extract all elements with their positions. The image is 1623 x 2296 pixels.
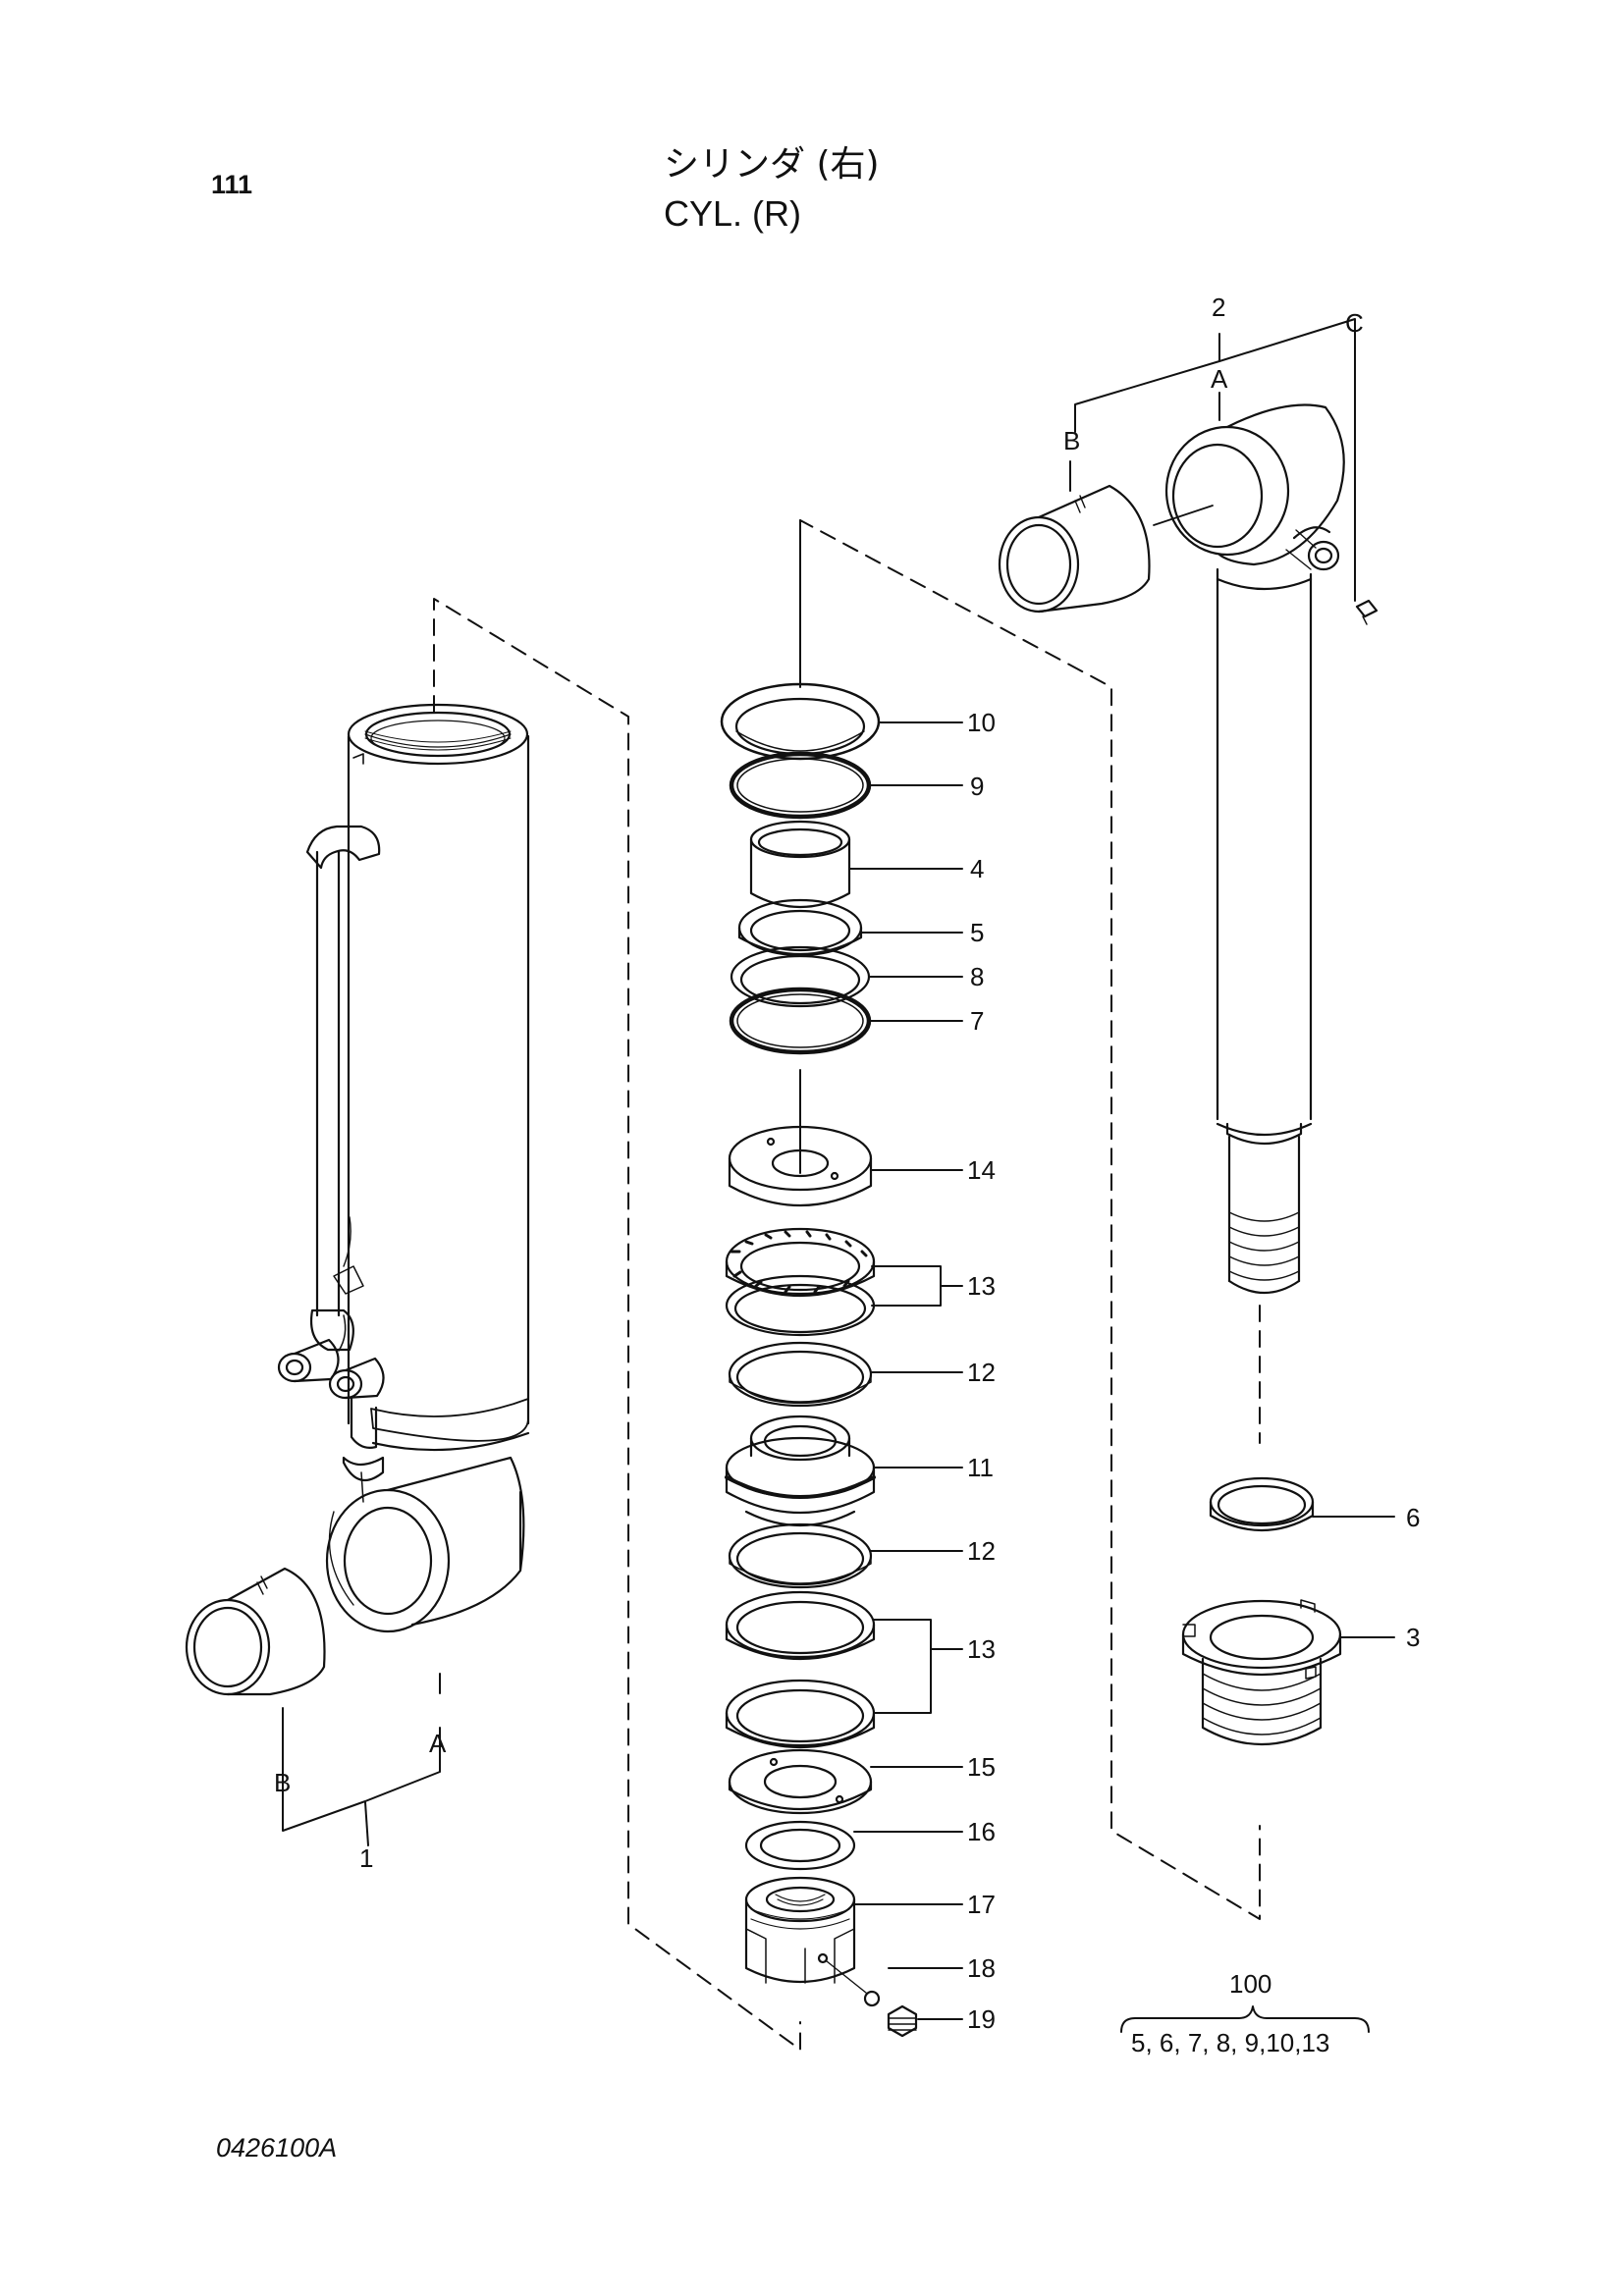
label-part-11: 11 bbox=[967, 1453, 994, 1482]
part-12-ring-lower bbox=[728, 1522, 873, 1589]
part-16-ring bbox=[744, 1820, 856, 1871]
part-9-o-ring bbox=[729, 751, 872, 820]
label-part-13-lower: 13 bbox=[967, 1634, 996, 1664]
part-13-wear-ring-lower bbox=[725, 1590, 876, 1748]
label-part-2: 2 bbox=[1212, 293, 1225, 322]
callout-leader-lines bbox=[848, 721, 1395, 2020]
label-b-right: B bbox=[1063, 426, 1080, 455]
part-19-set-screw bbox=[887, 2004, 918, 2038]
label-part-12-lower: 12 bbox=[967, 1536, 996, 1566]
reference-letter-labels: A B A B C bbox=[274, 308, 1364, 1797]
piston-rod-assembly bbox=[998, 403, 1379, 1294]
part-17-nut bbox=[744, 1876, 856, 1984]
label-part-13-upper: 13 bbox=[967, 1271, 996, 1301]
label-part-12-upper: 12 bbox=[967, 1358, 996, 1387]
label-a-right: A bbox=[1211, 364, 1228, 394]
part-3-rod-cover bbox=[1181, 1599, 1342, 1746]
part-2-callout bbox=[1069, 318, 1356, 602]
label-part-7: 7 bbox=[970, 1006, 984, 1036]
title-japanese: シリンダ (右) bbox=[664, 144, 880, 185]
part-14-ring bbox=[728, 1125, 873, 1206]
label-part-10: 10 bbox=[967, 708, 996, 737]
part-18-ball bbox=[826, 1960, 881, 2007]
part-4-bushing bbox=[749, 820, 851, 908]
label-part-5: 5 bbox=[970, 918, 984, 947]
label-part-6: 6 bbox=[1406, 1503, 1420, 1532]
part-13-wear-ring-upper bbox=[725, 1227, 876, 1337]
label-part-18: 18 bbox=[967, 1953, 996, 1983]
label-part-16: 16 bbox=[967, 1817, 996, 1846]
label-part-19: 19 bbox=[967, 2004, 996, 2034]
label-b-left: B bbox=[274, 1768, 291, 1797]
part-6-ring bbox=[1209, 1476, 1315, 1531]
label-part-3: 3 bbox=[1406, 1623, 1420, 1652]
label-part-8: 8 bbox=[970, 962, 984, 991]
part-11-piston bbox=[725, 1415, 876, 1526]
label-kit-number: 100 bbox=[1229, 1969, 1271, 1999]
part-15-ring bbox=[728, 1748, 873, 1815]
label-part-1: 1 bbox=[359, 1843, 373, 1873]
part-number-labels: 10 9 4 5 8 7 14 13 12 11 12 13 15 16 17 … bbox=[359, 293, 1420, 2057]
label-kit-contents: 5, 6, 7, 8, 9,10,13 bbox=[1131, 2028, 1329, 2057]
part-12-ring-upper bbox=[728, 1341, 873, 1408]
label-part-9: 9 bbox=[970, 772, 984, 801]
part-1-callout bbox=[282, 1673, 441, 1846]
label-part-4: 4 bbox=[970, 854, 984, 883]
part-5-seal bbox=[737, 898, 863, 957]
label-part-15: 15 bbox=[967, 1752, 996, 1782]
cylinder-tube-assembly bbox=[185, 703, 530, 1696]
title-english: CYL. (R) bbox=[664, 193, 802, 234]
label-part-17: 17 bbox=[967, 1890, 996, 1919]
label-a-left: A bbox=[429, 1729, 447, 1758]
part-10-ring bbox=[720, 682, 881, 761]
part-7-o-ring bbox=[729, 987, 872, 1055]
page-number: 111 bbox=[211, 170, 253, 199]
drawing-number: 0426100A bbox=[216, 2133, 338, 2163]
label-part-14: 14 bbox=[967, 1155, 996, 1185]
label-c-right: C bbox=[1345, 308, 1364, 338]
kit-brace bbox=[1120, 2005, 1370, 2033]
